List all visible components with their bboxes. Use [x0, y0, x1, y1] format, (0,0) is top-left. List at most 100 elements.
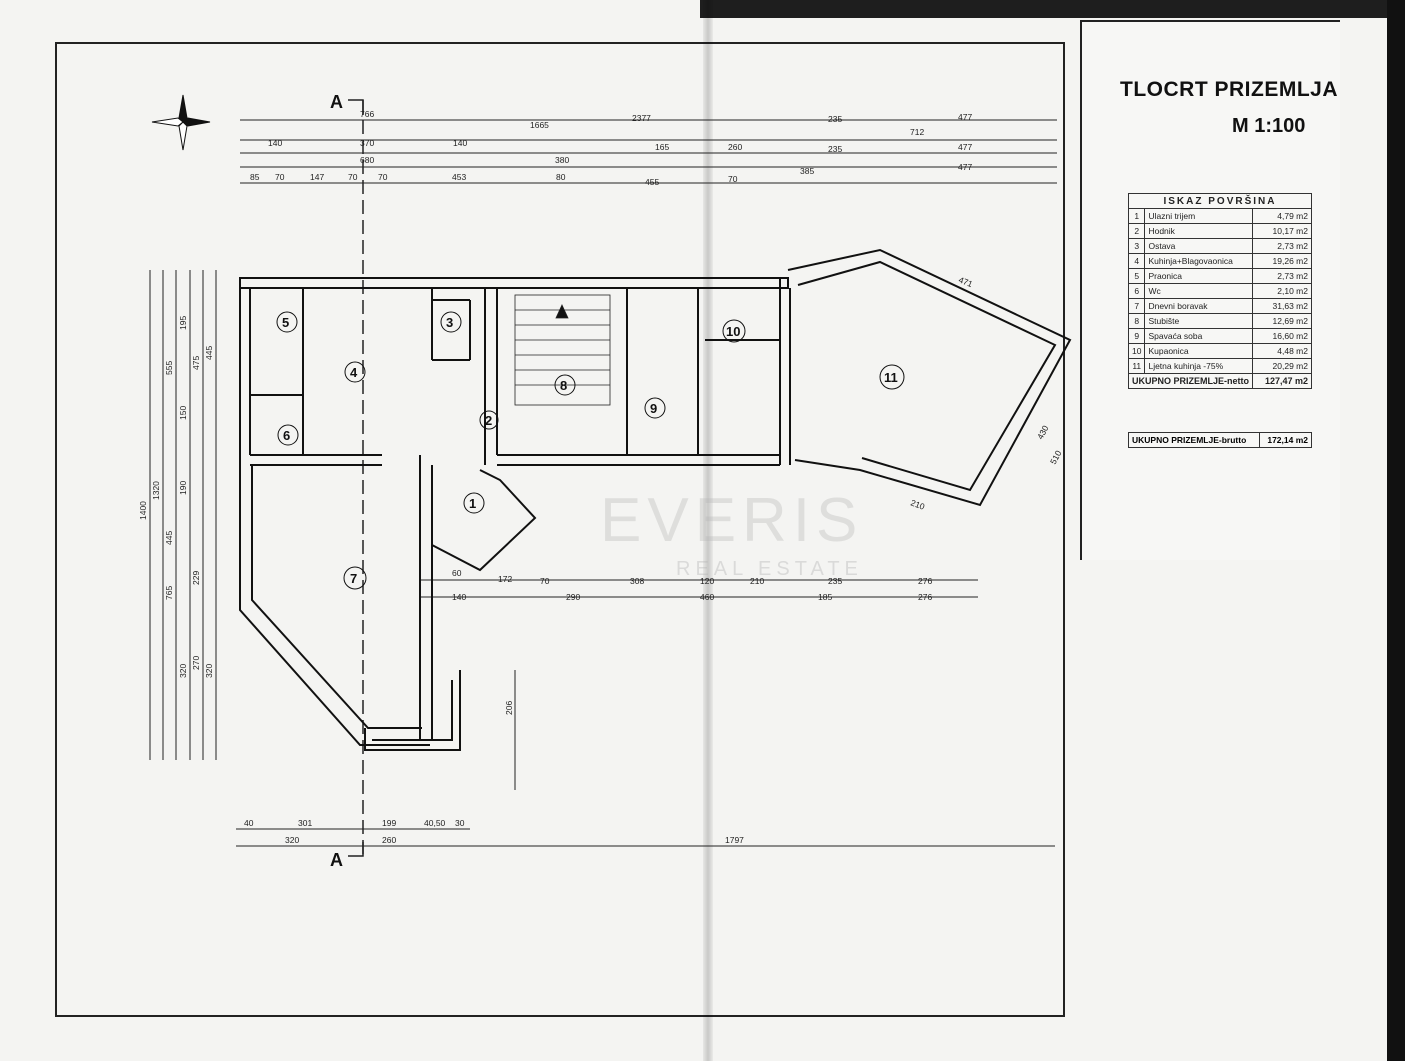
dim-bottom-320: 320	[285, 835, 299, 845]
dim-top-260: 260	[728, 142, 742, 152]
dim-top-235b: 235	[828, 144, 842, 154]
area-row-area: 4,48 m2	[1252, 343, 1312, 359]
sheet-top-edge	[700, 0, 1405, 18]
dim-70: 70	[275, 172, 285, 182]
dim-top-680: 680	[360, 155, 374, 165]
dim-top-1665: 1665	[530, 120, 549, 130]
gross-total-value: 172,14 m2	[1259, 432, 1312, 448]
dim-mid2-140: 140	[452, 592, 466, 602]
dim-top-165: 165	[655, 142, 669, 152]
area-row-name: Wc	[1144, 283, 1253, 299]
dim-top-370: 370	[360, 138, 374, 148]
dim-left-320b: 320	[204, 664, 214, 678]
dim-left-195: 195	[178, 316, 188, 330]
staircase	[514, 294, 611, 406]
dim-left-555: 555	[164, 361, 174, 375]
dim-bottom-1797: 1797	[725, 835, 744, 845]
dim-left-765: 765	[164, 586, 174, 600]
section-label-bottom: A	[330, 850, 343, 870]
dim-left-475: 475	[191, 356, 201, 370]
dim-455: 455	[645, 177, 659, 187]
dim-bottom-4050: 40,50	[424, 818, 446, 828]
area-row-name: Dnevni boravak	[1144, 298, 1253, 314]
dim-453: 453	[452, 172, 466, 182]
dim-right-210: 210	[909, 497, 926, 511]
dim-85: 85	[250, 172, 260, 182]
dim-left-1400: 1400	[138, 501, 148, 520]
dim-385: 385	[800, 166, 814, 176]
dim-mid2-290: 290	[566, 592, 580, 602]
dim-mid-308: 308	[630, 576, 644, 586]
dim-left-190: 190	[178, 481, 188, 495]
dim-top-140: 140	[268, 138, 282, 148]
net-total-label: UKUPNO PRIZEMLJE-netto	[1128, 373, 1253, 389]
area-row-area: 20,29 m2	[1252, 358, 1312, 374]
area-row-area: 2,10 m2	[1252, 283, 1312, 299]
area-row-no: 4	[1127, 253, 1146, 269]
dim-bottom-301: 301	[298, 818, 312, 828]
dim-70d: 70	[728, 174, 738, 184]
area-row-no: 11	[1127, 358, 1146, 374]
paper-fold	[703, 0, 713, 1061]
area-row-area: 31,63 m2	[1252, 298, 1312, 314]
dim-70b: 70	[348, 172, 358, 182]
drawing-title: TLOCRT PRIZEMLJA	[1120, 78, 1338, 101]
room-labels: 1 2 3 4 5 6 7 8 9 10 11	[276, 311, 905, 590]
area-row-area: 4,79 m2	[1252, 208, 1312, 224]
dim-top-235: 235	[828, 114, 842, 124]
room-7-label: 7	[350, 571, 357, 586]
room-11-label: 11	[884, 370, 898, 385]
dim-top-2377: 2377	[632, 113, 651, 123]
area-row-no: 1	[1127, 208, 1146, 224]
area-row-area: 10,17 m2	[1252, 223, 1312, 239]
dim-top-477b: 477	[958, 142, 972, 152]
area-row-name: Kupaonica	[1144, 343, 1253, 359]
dim-mid-60: 60	[452, 568, 462, 578]
area-row-name: Ulazni trijem	[1144, 208, 1253, 224]
area-row-no: 9	[1127, 328, 1146, 344]
gross-total-label: UKUPNO PRIZEMLJE-brutto	[1127, 432, 1261, 448]
room-2-label: 2	[485, 413, 492, 428]
room-10-label: 10	[726, 324, 740, 339]
dim-left-445: 445	[164, 531, 174, 545]
walls	[239, 248, 1072, 751]
room-5-label: 5	[282, 315, 289, 330]
dim-left-1320: 1320	[151, 481, 161, 500]
dim-right-510: 510	[1048, 448, 1064, 465]
net-total-row: UKUPNO PRIZEMLJE-netto 127,47 m2	[1128, 373, 1312, 389]
dim-bottom-40: 40	[244, 818, 254, 828]
dim-mid2-185: 185	[818, 592, 832, 602]
area-row-no: 10	[1127, 343, 1146, 359]
dim-top-766: 766	[360, 109, 374, 119]
area-row-no: 5	[1127, 268, 1146, 284]
dim-206: 206	[504, 701, 514, 715]
dim-left-229: 229	[191, 571, 201, 585]
area-row-area: 16,60 m2	[1252, 328, 1312, 344]
sheet-right-edge	[1387, 0, 1405, 1061]
dim-mid-70: 70	[540, 576, 550, 586]
drawing-frame	[55, 42, 1065, 1017]
area-row-name: Ljetna kuhinja -75%	[1144, 358, 1253, 374]
watermark-sub: REAL ESTATE	[676, 558, 863, 580]
area-row-name: Kuhinja+Blagovaonica	[1144, 253, 1253, 269]
dim-mid-120: 120	[700, 576, 714, 586]
area-row-no: 6	[1127, 283, 1146, 299]
room-8-label: 8	[560, 378, 567, 393]
dim-80: 80	[556, 172, 566, 182]
dim-right-430: 430	[1035, 423, 1051, 440]
dim-147: 147	[310, 172, 324, 182]
area-row-name: Ostava	[1144, 238, 1253, 254]
area-row-name: Praonica	[1144, 268, 1253, 284]
area-row-name: Hodnik	[1144, 223, 1253, 239]
dim-mid-276: 276	[918, 576, 932, 586]
dim-left-445b: 445	[204, 346, 214, 360]
dim-left-150: 150	[178, 406, 188, 420]
room-6-label: 6	[283, 428, 290, 443]
dim-mid2-276: 276	[918, 592, 932, 602]
